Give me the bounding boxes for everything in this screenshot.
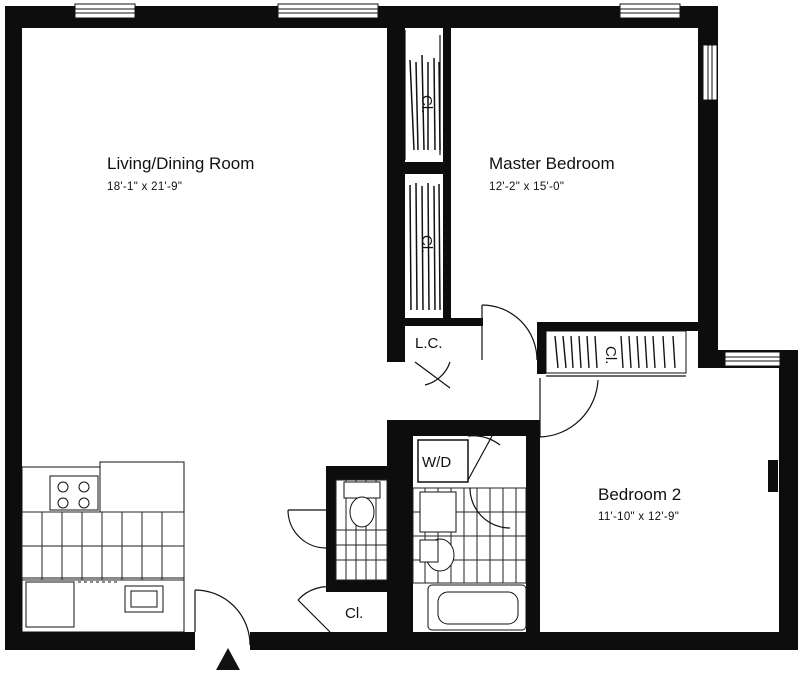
bathtub-icon (427, 584, 527, 631)
main-bath (412, 487, 527, 631)
closet-master-label: Cl. (602, 346, 619, 364)
stove-burner-icon (78, 497, 90, 509)
linen-closet-label: L.C. (415, 335, 443, 352)
hall-closet-label: Cl. (345, 605, 363, 622)
master-bedroom-dims: 12'-2" x 15'-0" (489, 181, 564, 193)
closet-master (545, 330, 687, 377)
interior-walls (326, 22, 778, 635)
living-room-name: Living/Dining Room (107, 154, 254, 173)
bedroom-2-dims: 11'-10" x 12'-9" (598, 511, 679, 523)
kitchen (21, 461, 185, 633)
washer-dryer-label: W/D (422, 454, 451, 471)
closet-middle-label: Cl. (418, 235, 435, 253)
windows (74, 3, 781, 367)
stove-burner-icon (57, 481, 69, 493)
powder-room (335, 479, 388, 581)
entry-arrow-icon (216, 648, 240, 670)
closet-middle (409, 182, 441, 311)
sink-icon (124, 585, 164, 613)
master-bedroom-name: Master Bedroom (489, 154, 615, 173)
closet-upper (404, 30, 441, 160)
toilet-icon (349, 496, 375, 528)
doors (194, 304, 599, 646)
living-room-dims: 18'-1" x 21'-9" (107, 181, 182, 193)
stove-burner-icon (78, 481, 90, 493)
bedroom-2-name: Bedroom 2 (598, 485, 681, 504)
closet-upper-label: Cl. (418, 95, 435, 113)
stove-burner-icon (57, 497, 69, 509)
